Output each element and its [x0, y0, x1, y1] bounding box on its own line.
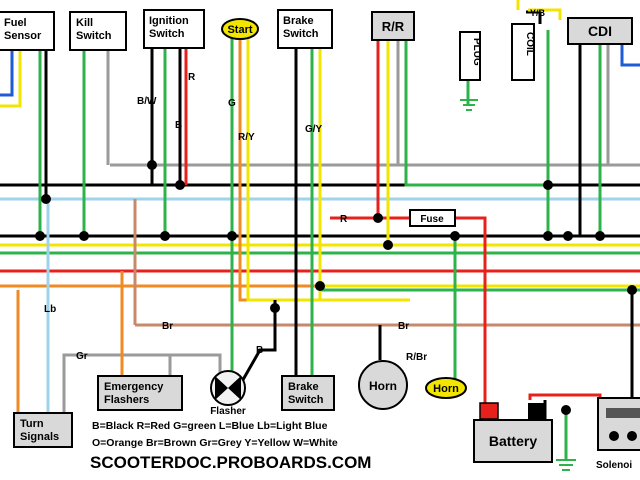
ground-icon	[460, 99, 478, 111]
coil-label: COIL	[524, 32, 535, 56]
horn-button: Horn	[425, 377, 467, 399]
wire-label-gy: G/Y	[305, 124, 323, 135]
coil-box: COIL	[511, 23, 535, 81]
rr-box: R/R	[371, 11, 415, 41]
wire-labels: B/W B R G R/Y G/Y Y/B R Lb Br Br Gr B R/…	[44, 8, 546, 363]
fuse-label: Fuse	[420, 214, 444, 225]
wire-label-ry: R/Y	[238, 132, 255, 143]
wire-label-b1: B	[175, 120, 182, 131]
junction-dots	[35, 160, 637, 415]
ground-icon-battery	[556, 459, 576, 471]
wire-label-gr: Gr	[76, 351, 88, 362]
flasher-unit: Flasher	[210, 370, 246, 417]
wire-label-r1: R	[188, 72, 196, 83]
wire-label-rbr: R/Br	[406, 352, 427, 363]
horn-unit: Horn	[358, 360, 408, 410]
wire-label-b2: B	[256, 345, 263, 356]
battery-positive-terminal	[479, 402, 499, 420]
battery-negative-terminal	[528, 403, 546, 419]
solenoid-coil-icon	[606, 408, 640, 418]
flasher-label: Flasher	[210, 406, 246, 417]
cdi-box: CDI	[567, 17, 633, 45]
wire-label-lb: Lb	[44, 304, 56, 315]
solenoid-unit: Solenoi	[596, 397, 640, 471]
plug-label: PLUG	[471, 38, 482, 66]
start-button: Start	[221, 18, 259, 40]
horn-button-label: Horn	[433, 383, 459, 395]
wire-label-bw: B/W	[137, 96, 157, 107]
plug-box: PLUG	[459, 31, 482, 111]
start-label: Start	[227, 24, 252, 36]
flasher-icon	[215, 376, 241, 400]
wire-label-br1: Br	[162, 321, 173, 332]
legend-line-2: O=Orange Br=Brown Gr=Grey Y=Yellow W=Whi…	[92, 437, 338, 449]
fuse-box: Fuse	[409, 209, 456, 227]
wire-label-br2: Br	[398, 321, 409, 332]
battery-label: Battery	[489, 433, 537, 449]
wire-label-g: G	[228, 98, 236, 109]
horn-label: Horn	[369, 379, 397, 393]
wire-label-yb: Y/B	[530, 8, 546, 18]
battery-unit: Battery	[473, 402, 553, 463]
wire-label-r2: R	[340, 214, 348, 225]
color-legend: B=Black R=Red G=green L=Blue Lb=Light Bl…	[92, 420, 338, 449]
cdi-label: CDI	[588, 23, 612, 39]
wires	[0, 0, 640, 460]
solenoid-label: Solenoi	[596, 460, 632, 471]
legend-line-1: B=Black R=Red G=green L=Blue Lb=Light Bl…	[92, 420, 328, 432]
rr-label: R/R	[382, 19, 405, 34]
footer-url: SCOOTERDOC.PROBOARDS.COM	[90, 453, 371, 472]
